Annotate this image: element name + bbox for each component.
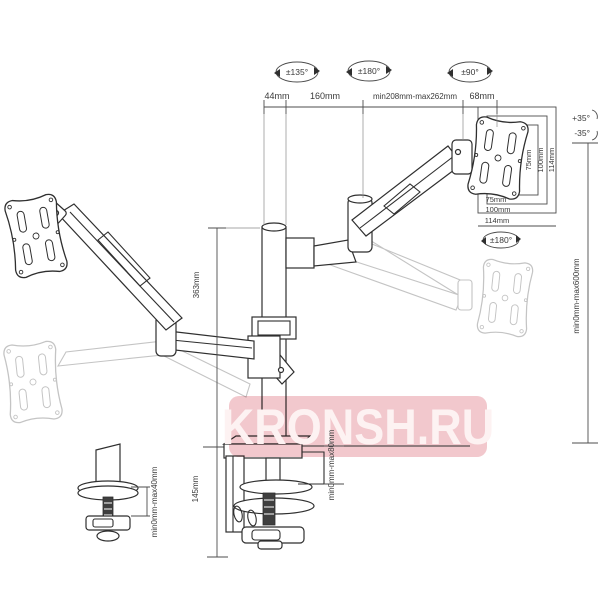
pole-height-dimension: 363mm bbox=[192, 227, 260, 447]
segment-160mm-label: 160mm bbox=[310, 91, 340, 101]
rotation-180-label: ±180° bbox=[358, 66, 380, 76]
clamp-height-label: 145mm bbox=[191, 475, 200, 502]
desk-surface: min0mm-max80mm bbox=[298, 429, 470, 500]
vesa-vertical-75-label: 75mm bbox=[524, 150, 533, 171]
top-dimension: 44mm 160mm min208mm-max262mm 68mm bbox=[263, 91, 498, 225]
left-arm-assembly bbox=[2, 192, 295, 385]
height-range-label: min0mm-max600mm bbox=[572, 258, 581, 333]
plate-rotation-badge: ±180° bbox=[481, 231, 521, 249]
height-range-dimension: min0mm-max600mm bbox=[572, 142, 598, 444]
plate-rotation-label: ±180° bbox=[490, 235, 512, 245]
vesa-vertical-100-label: 100mm bbox=[536, 147, 545, 172]
tilt-annotation: +35° -35° bbox=[572, 109, 598, 141]
pole-height-label: 363mm bbox=[192, 271, 201, 298]
vesa-vertical-114-label: 114mm bbox=[547, 148, 556, 172]
desk-thickness-label: min0mm-max80mm bbox=[327, 429, 336, 500]
vesa-horizontal-114-label: 114mm bbox=[485, 216, 509, 225]
grommet-thickness-label: min0mm-max40mm bbox=[150, 466, 159, 537]
grommet-mount-detail: min0mm-max40mm bbox=[77, 443, 159, 542]
rotation-badge-135: ±135° bbox=[274, 61, 320, 83]
ghost-right-arm bbox=[320, 233, 535, 339]
segment-208-262mm-label: min208mm-max262mm bbox=[373, 92, 457, 101]
watermark-text: KRONSH.RU bbox=[222, 400, 494, 456]
grommet-thickness-dimension: min0mm-max40mm bbox=[131, 466, 159, 537]
rotation-90-label: ±90° bbox=[461, 67, 479, 77]
vesa-pattern-detail: 75mm 100mm 114mm 75mm 100mm 114mm ±180° bbox=[466, 106, 557, 249]
right-arm-assembly bbox=[285, 139, 473, 269]
desk-thickness-dimension: min0mm-max80mm bbox=[324, 429, 344, 500]
tilt-down-label: -35° bbox=[574, 128, 590, 138]
rotation-badge-180: ±180° bbox=[346, 60, 392, 82]
tilt-up-label: +35° bbox=[572, 113, 590, 123]
watermark: KRONSH.RU bbox=[222, 396, 494, 457]
vesa-horizontal-75-label: 75mm bbox=[486, 195, 507, 204]
vesa-horizontal-100-label: 100mm bbox=[485, 205, 510, 214]
rotation-badge-90: ±90° bbox=[447, 61, 493, 83]
watermark-band bbox=[229, 396, 487, 457]
segment-44mm-label: 44mm bbox=[264, 91, 289, 101]
rotation-135-label: ±135° bbox=[286, 67, 308, 77]
segment-68mm-label: 68mm bbox=[469, 91, 494, 101]
